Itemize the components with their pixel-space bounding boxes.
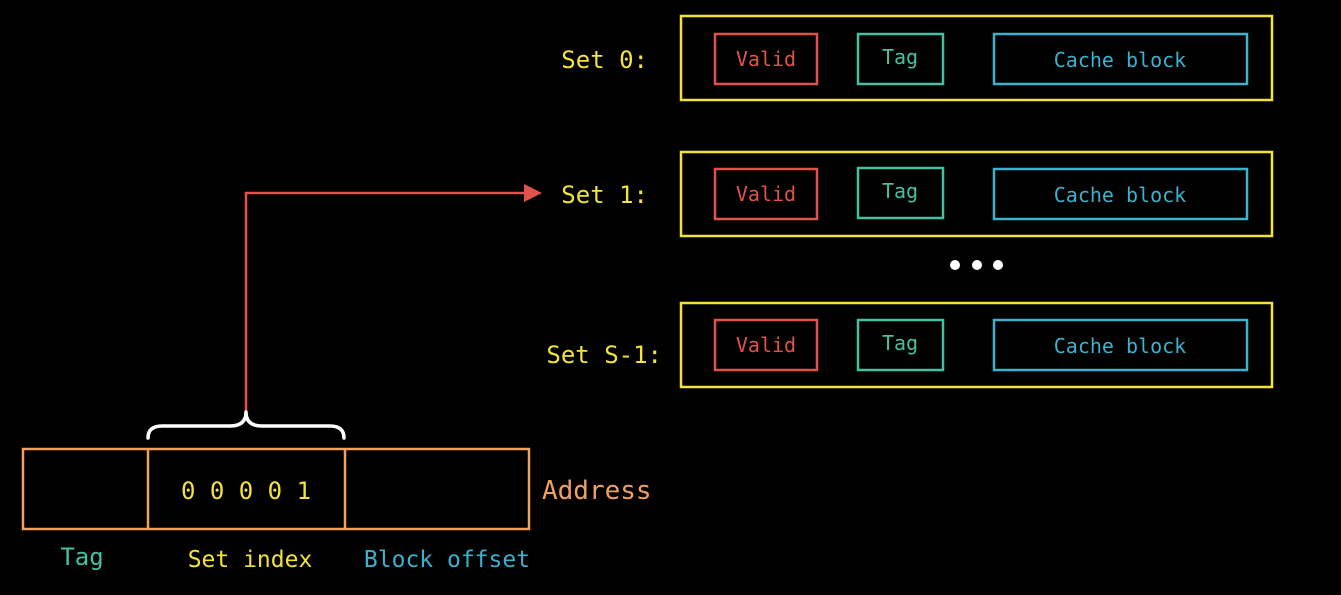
set-frame-1 [679, 150, 1274, 238]
cache-block-box-last [992, 318, 1249, 372]
ellipsis-dot [950, 260, 960, 270]
set-frame-0 [679, 14, 1274, 102]
ellipsis-dots [950, 260, 1003, 270]
set-row-last: Set S-1: Valid Tag Cache block [546, 301, 1274, 389]
arrow-line [244, 191, 524, 412]
set-select-arrow [244, 184, 542, 412]
tag-box-1 [856, 166, 945, 220]
tag-box-last [856, 318, 945, 372]
block-offset-field-label: Block offset [364, 547, 530, 573]
set-frame-last [679, 301, 1274, 389]
set-label-last: Set S-1: [546, 341, 662, 369]
tag-field-label: Tag [60, 543, 103, 571]
valid-label-1: Valid [736, 182, 796, 206]
ellipsis-dot [993, 260, 1003, 270]
valid-box-last [713, 318, 819, 372]
address-frame [21, 447, 531, 531]
valid-label-0: Valid [736, 47, 796, 71]
cache-block-label-1: Cache block [1054, 183, 1186, 207]
set-index-bits: 0 0 0 0 1 [181, 477, 311, 505]
cache-block-label-last: Cache block [1054, 334, 1186, 358]
address-label: Address [542, 476, 652, 506]
valid-box-1 [713, 167, 819, 221]
valid-box-0 [713, 32, 819, 86]
address-fields: 0 0 0 0 1 Address [21, 447, 652, 531]
set-index-brace [146, 410, 346, 440]
set-index-field-label: Set index [188, 547, 313, 573]
ellipsis-dot [972, 260, 982, 270]
cache-block-box-1 [992, 167, 1249, 221]
set-label-0: Set 0: [561, 46, 648, 74]
tag-label-last: Tag [882, 331, 918, 355]
valid-label-last: Valid [736, 333, 796, 357]
address-field-labels: Tag Set index Block offset [60, 543, 530, 573]
cache-block-label-0: Cache block [1054, 48, 1186, 72]
tag-box-0 [856, 32, 945, 86]
set-row-0: Set 0: Valid Tag Cache block [561, 14, 1274, 102]
tag-label-1: Tag [882, 179, 918, 203]
cache-block-box-0 [992, 32, 1249, 86]
tag-label-0: Tag [882, 45, 918, 69]
set-label-1: Set 1: [561, 181, 648, 209]
set-row-1: Set 1: Valid Tag Cache block [561, 150, 1274, 238]
arrow-head [524, 184, 542, 202]
